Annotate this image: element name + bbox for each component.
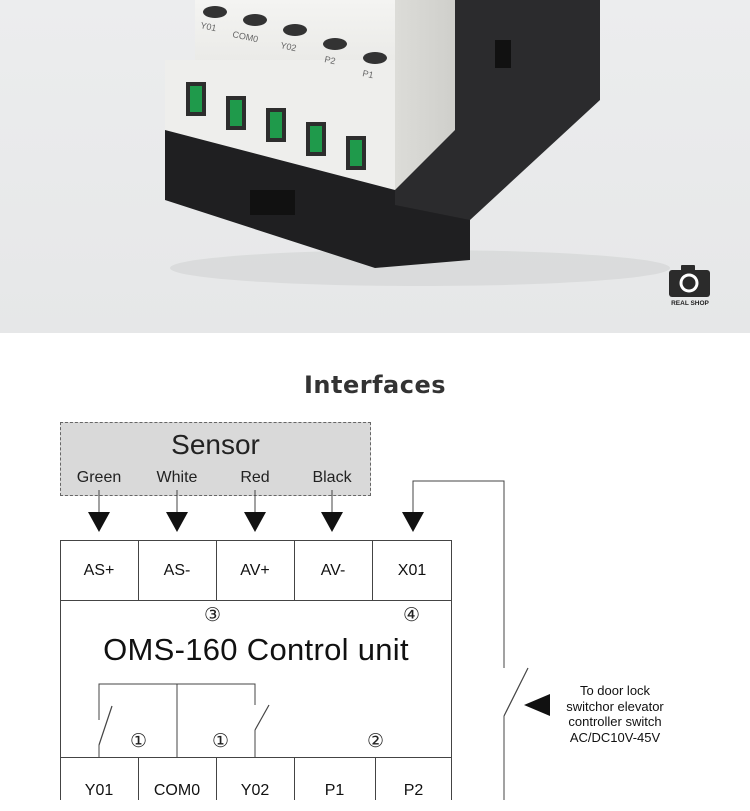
section-title: Interfaces — [303, 371, 447, 399]
switch-note-line-4: AC/DC10V-45V — [569, 729, 661, 745]
terminal-av-minus: AV- — [320, 561, 346, 579]
control-unit-title: OMS-160 Control unit — [103, 632, 409, 667]
photo-label-y01: Y01 — [200, 20, 218, 33]
housing-base — [165, 130, 470, 268]
side-connector — [495, 40, 511, 68]
terminal-x01: X01 — [397, 561, 427, 579]
signal-arrows — [88, 512, 550, 716]
terminal-p1: P1 — [324, 782, 345, 799]
relay-contact-2-icon — [254, 704, 270, 731]
arrow-icon-av-plus — [244, 512, 266, 532]
wire-label-green: Green — [76, 469, 122, 486]
arrow-icon-as-plus — [88, 512, 110, 532]
external-switch-icon — [503, 667, 529, 717]
wire-label-black: Black — [312, 469, 352, 486]
wire-label-white: White — [156, 469, 198, 486]
photo-label-p1: P1 — [362, 68, 375, 80]
sensor-box: Sensor — [60, 422, 371, 496]
housing-side-light — [395, 0, 455, 190]
terminal-av-plus: AV+ — [240, 561, 270, 579]
arrow-icon-av-minus — [321, 512, 343, 532]
marker-3: ③ — [204, 605, 222, 626]
photo-label-p2: P2 — [324, 54, 337, 66]
terminal-y01: Y01 — [84, 782, 114, 799]
green-terminals — [186, 82, 366, 170]
terminal-p2: P2 — [403, 782, 424, 799]
relay-contact-1-icon — [98, 705, 113, 746]
arrow-icon-switch — [524, 694, 550, 716]
marker-1b: ① — [212, 731, 230, 752]
din-clip — [250, 190, 295, 215]
relay-module-illustration: Y01 COM0 Y02 P2 P1 REAL SHOP — [165, 0, 710, 307]
wire-label-red: Red — [240, 469, 270, 486]
sensor-title: Sensor — [171, 429, 260, 460]
photo-label-y02: Y02 — [280, 40, 298, 53]
shadow — [170, 250, 670, 286]
switch-note-line-1: To door lock — [579, 683, 651, 698]
terminal-as-plus: AS+ — [83, 561, 115, 579]
camera-icon — [669, 265, 710, 297]
marker-2: ② — [367, 731, 385, 752]
switch-note-line-2: switchor elevator — [566, 698, 664, 714]
terminal-y02: Y02 — [240, 782, 270, 799]
marker-1a: ① — [130, 731, 148, 752]
switch-note-line-3: controller switch — [568, 714, 662, 729]
product-photo: Y01 COM0 Y02 P2 P1 REAL SHOP — [0, 0, 750, 333]
arrow-icon-as-minus — [166, 512, 188, 532]
badge-label: REAL SHOP — [671, 300, 709, 307]
terminal-as-minus: AS- — [163, 561, 191, 579]
terminal-com0: COM0 — [153, 782, 201, 799]
marker-4: ④ — [403, 605, 421, 626]
switch-note: To door lock switchor elevator controlle… — [558, 683, 672, 745]
screw-holes — [203, 6, 387, 64]
arrow-icon-x01 — [402, 512, 424, 532]
